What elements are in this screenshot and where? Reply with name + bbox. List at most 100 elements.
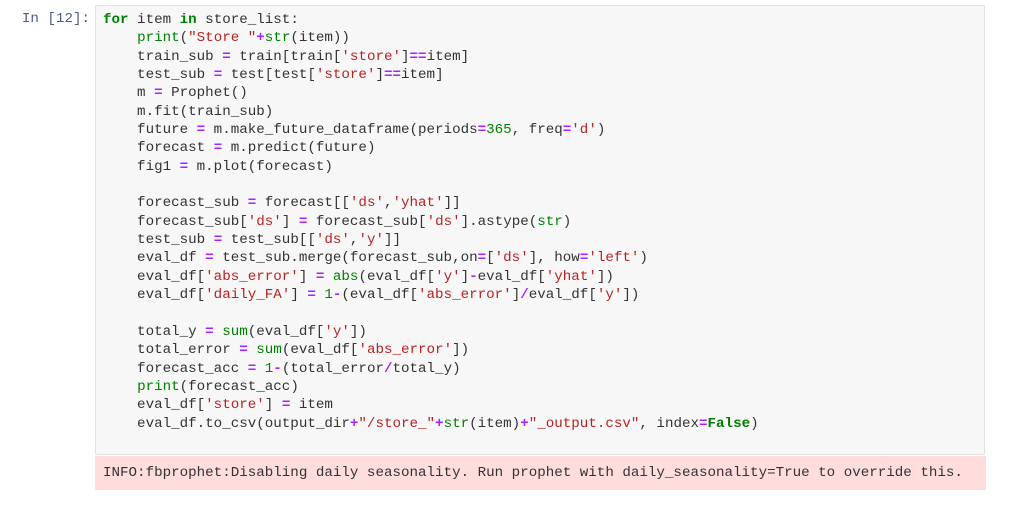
string-token: "/store_" [358,415,436,432]
keyword-token: False [707,415,751,432]
code-line[interactable]: fig1 = m.plot(forecast) [103,158,759,176]
text-token: future [103,122,197,139]
text-token: Prophet() [162,85,248,102]
operator-token: = [213,140,223,157]
string-token: 'yhat' [545,268,597,285]
keyword-token: for [103,12,129,28]
text-token [103,379,137,395]
code-line[interactable]: eval_df['abs_error'] = abs(eval_df['y']-… [103,268,759,286]
string-token: 'ds' [315,232,350,249]
operator-token: = [213,232,223,249]
text-token [324,269,333,285]
text-token: ], how [528,250,580,267]
string-token: 'left' [588,250,640,267]
text-token: total_error [103,342,240,359]
string-token: 'store' [341,48,402,65]
code-line[interactable]: print(forecast_acc) [103,378,759,396]
code-line[interactable]: forecast_sub = forecast[['ds','yhat']] [103,194,759,212]
text-token: m.predict(future) [222,140,376,157]
code-line[interactable]: forecast = m.predict(future) [103,139,759,157]
code-line[interactable]: future = m.make_future_dataframe(periods… [103,121,759,139]
text-token: eval_df[ [528,287,597,304]
operator-token: - [469,268,478,285]
text-token: ] [264,397,282,414]
number-token: 1 [324,287,333,304]
text-token: eval_df[ [103,268,206,285]
code-line[interactable] [103,176,759,194]
text-token: ] [298,268,316,285]
code-line[interactable]: total_y = sum(eval_df['y']) [103,323,759,341]
text-token: ( [179,30,189,47]
operator-token: = [298,213,308,230]
operator-token: = [477,250,487,267]
code-line[interactable]: eval_df.to_csv(output_dir+"/store_"+str(… [103,415,759,433]
code-input-area[interactable]: for item in store_list: print("Store "+s… [95,5,985,455]
text-token: ]) [349,323,367,340]
text-token: m.plot(forecast) [188,158,333,175]
operator-token: == [383,67,402,84]
string-token: "_output.csv" [528,415,640,432]
text-token: (eval_df[ [341,287,419,304]
text-token: forecast_sub[ [307,213,427,230]
operator-token: = [315,268,325,285]
string-token: 'y' [435,268,461,285]
operator-token: = [247,195,257,212]
code-line[interactable]: forecast_acc = 1-(total_error/total_y) [103,360,759,378]
text-token: ] [290,287,308,304]
code-editor[interactable]: for item in store_list: print("Store "+s… [103,11,759,433]
operator-token: + [256,30,265,47]
text-token: ]) [452,342,470,359]
input-prompt: In [12]: [21,11,90,27]
builtin-token: str [537,213,563,230]
string-token: 'y' [596,287,623,304]
code-line[interactable]: eval_df['store'] = item [103,396,759,414]
text-token: total_y) [392,360,461,377]
text-token: test_sub.merge(forecast_sub,on [213,250,478,267]
text-token: m [103,85,155,102]
code-line[interactable]: forecast_sub['ds'] = forecast_sub['ds'].… [103,213,759,231]
text-token: [ [486,250,495,267]
operator-token: = [699,415,708,432]
text-token: ] [511,287,521,304]
text-token: eval_df[ [103,397,206,414]
string-token: 'abs_error' [418,287,512,304]
text-token: (eval_df[ [281,342,359,359]
text-token: (item) [469,415,521,432]
code-line[interactable]: m.fit(train_sub) [103,103,759,121]
string-token: 'ds' [349,195,384,212]
string-token: 'y' [324,323,350,340]
text-token: , freq [511,122,563,139]
code-line[interactable]: m = Prophet() [103,84,759,102]
string-token: 'abs_error' [205,268,299,285]
code-line[interactable]: train_sub = train[train['store']==item] [103,48,759,66]
operator-token: = [307,287,316,304]
text-token: ) [562,213,572,230]
operator-token: = [213,67,223,84]
operator-token: / [520,287,529,304]
code-line[interactable]: total_error = sum(eval_df['abs_error']) [103,341,759,359]
text-token: forecast_sub[ [103,213,248,230]
string-token: 'ds' [247,213,282,230]
code-line[interactable]: eval_df = test_sub.merge(forecast_sub,on… [103,249,759,267]
text-token: ) [750,415,759,432]
code-line[interactable]: for item in store_list: [103,11,759,29]
builtin-token: str [264,30,291,47]
builtin-token: print [137,378,180,395]
text-token [256,361,265,377]
stderr-output-area: INFO:fbprophet:Disabling daily seasonali… [95,456,986,490]
code-line[interactable]: eval_df['daily_FA'] = 1-(eval_df['abs_er… [103,286,759,304]
text-token: store_list: [196,12,299,28]
code-line[interactable]: test_sub = test[test['store']==item] [103,66,759,84]
operator-token: / [383,360,393,377]
code-line[interactable]: test_sub = test_sub[['ds','y']] [103,231,759,249]
text-token: ] [375,67,384,84]
text-token: ]] [383,232,402,249]
text-token: (eval_df[ [358,268,436,285]
text-token: eval_df.to_csv(output_dir [103,415,350,432]
operator-token: = [205,250,214,267]
code-line[interactable] [103,305,759,323]
operator-token: = [239,342,248,359]
text-token: , [349,232,359,249]
operator-token: = [247,360,257,377]
code-line[interactable]: print("Store "+str(item)) [103,29,759,47]
